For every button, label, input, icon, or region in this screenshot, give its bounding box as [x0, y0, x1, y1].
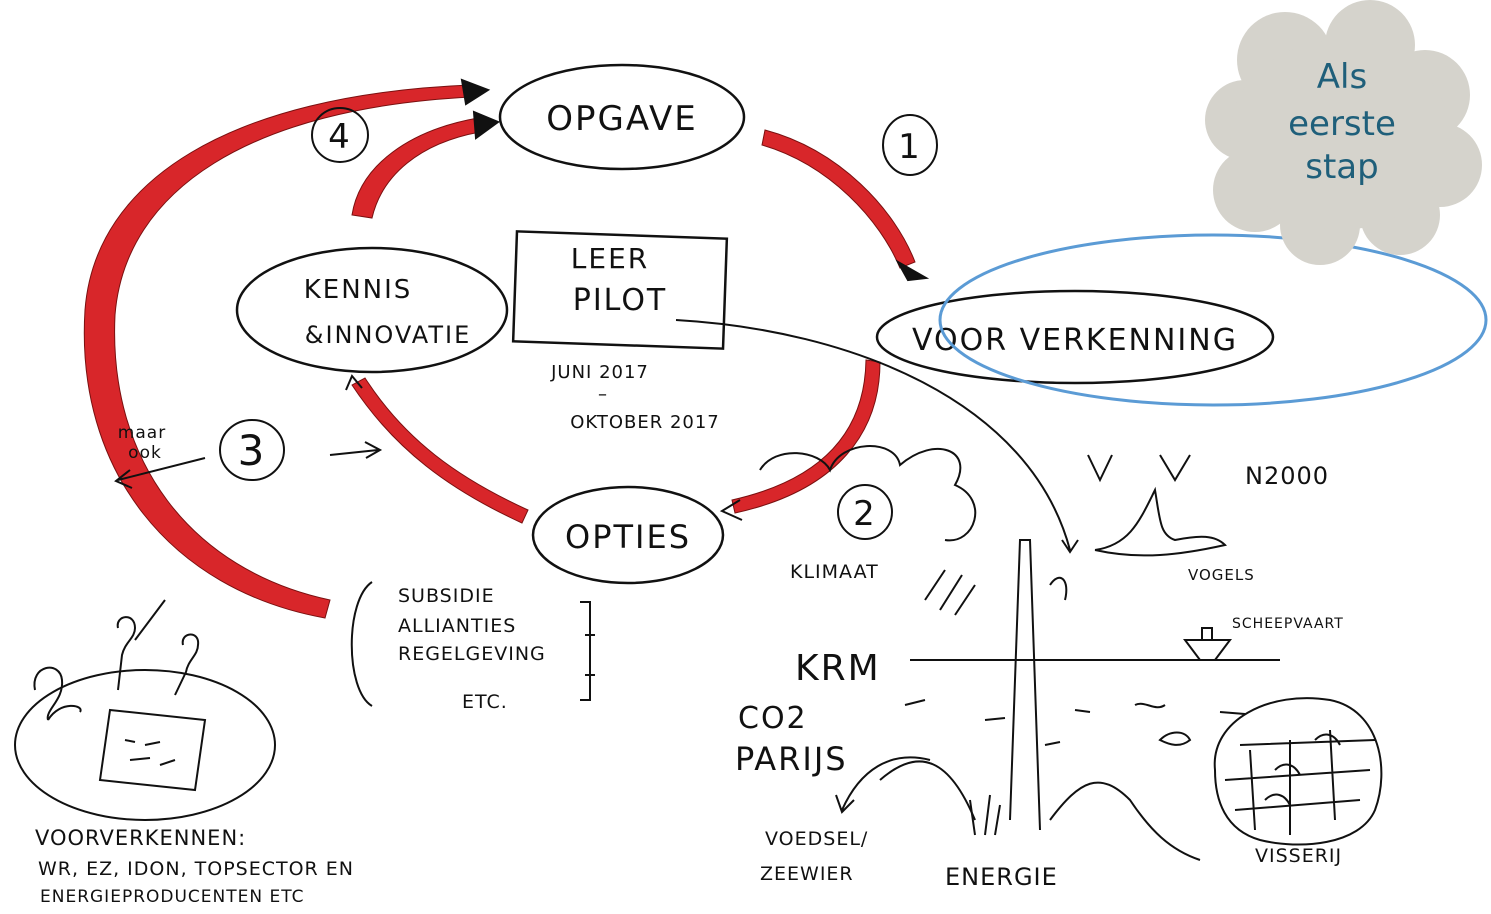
seaweed	[969, 794, 1001, 836]
step-1-label: 1	[898, 127, 922, 167]
visserij-label: VISSERIJ	[1255, 845, 1342, 867]
pilot-period-dash: –	[598, 384, 608, 405]
voedsel-label-line1: VOEDSEL/	[765, 828, 868, 850]
bird-2	[1159, 454, 1191, 482]
options-bracket-left	[350, 581, 373, 707]
klimaat-cloud	[759, 445, 977, 542]
vogels-label: VOGELS	[1188, 566, 1255, 584]
meeting-table-sketch	[14, 599, 276, 821]
big-bird	[1094, 486, 1227, 557]
table-paper-scribble	[124, 739, 176, 766]
voorverkenners-line2: WR, EZ, IDON, TOPSECTOR EN	[38, 858, 354, 880]
step-4-circle	[311, 107, 369, 163]
sea-scene-sketch	[759, 445, 1383, 861]
arrow-opgave-to-verkenning	[761, 129, 916, 269]
callout-line2: eerste	[1288, 104, 1396, 144]
pilot-to-sea-line	[675, 319, 1079, 554]
step-3-label: 3	[238, 426, 267, 475]
step-2-label: 2	[853, 494, 877, 534]
ship	[1183, 627, 1232, 661]
arrow-verkenning-to-opties	[731, 359, 881, 514]
table-ellipse	[14, 669, 276, 821]
bird-1	[1087, 454, 1113, 483]
opgave-label: OPGAVE	[546, 99, 697, 139]
krm-label: KRM	[795, 648, 881, 689]
option-item-4: ETC.	[462, 691, 508, 713]
arrow-kennis-to-opgave	[351, 117, 481, 219]
parijs-label: PARIJS	[735, 740, 848, 778]
leer-label-line2: PILOT	[573, 283, 668, 318]
maar-ook-line2: ook	[128, 443, 162, 463]
kennis-ellipse	[235, 246, 509, 374]
arrowhead-verkenning	[895, 259, 930, 282]
callout-cloud	[1205, 0, 1482, 265]
option-item-2: ALLIANTIES	[398, 615, 516, 637]
fish	[1158, 731, 1192, 746]
net-grid	[1224, 729, 1376, 835]
arrow-outer-to-opgave	[83, 84, 473, 619]
option-item-3: REGELGEVING	[398, 643, 546, 665]
arrowhead-outer	[460, 78, 491, 106]
step-1-circle	[882, 114, 938, 176]
rain-lines	[924, 569, 976, 616]
options-bracket-right	[580, 601, 595, 701]
voorverkenners-line1: VOORVERKENNEN:	[35, 826, 246, 850]
arrow-heads	[345, 78, 930, 521]
pilot-period-start: JUNI 2017	[550, 362, 649, 383]
net-fish	[1264, 733, 1341, 806]
scheepvaart-label: SCHEEPVAART	[1232, 616, 1344, 632]
maar-ook-line1: maar	[118, 423, 166, 443]
option-item-1: SUBSIDIE	[398, 585, 495, 607]
opgave-ellipse	[498, 63, 746, 171]
highlight-ellipse	[938, 233, 1488, 407]
callout-line1: Als	[1317, 57, 1367, 97]
voorverkenners-line3: ENERGIEPRODUCENTEN ETC	[40, 887, 305, 907]
opties-ellipse	[531, 485, 725, 585]
sea-waves	[904, 699, 1246, 746]
arrowhead-opties	[719, 499, 743, 521]
arrow-step3-right	[329, 441, 383, 459]
leerpilot-box	[511, 230, 729, 350]
step-3-circle	[219, 419, 285, 481]
arrowhead-kennis	[472, 110, 501, 140]
person-middle	[116, 599, 166, 691]
callout-line3: stap	[1305, 147, 1378, 187]
co2-label: CO2	[738, 701, 808, 736]
turbine-blade	[1049, 576, 1068, 601]
energie-label: ENERGIE	[945, 863, 1058, 891]
voedsel-arrow	[835, 756, 931, 814]
person-left	[33, 666, 82, 721]
sea-bottom	[879, 760, 1201, 861]
wind-turbine-tower	[1009, 539, 1041, 831]
arrow-step3-left	[114, 457, 206, 489]
fishing-net	[1213, 697, 1383, 846]
n2000-label: N2000	[1245, 462, 1329, 490]
voorverkenning-ellipse	[875, 289, 1275, 385]
kennis-label-line2: &INNOVATIE	[305, 321, 472, 349]
opties-label: OPTIES	[565, 518, 691, 556]
klimaat-label: KLIMAAT	[790, 561, 879, 583]
step-4-label: 4	[328, 117, 352, 157]
voorverkenning-label: VOOR VERKENNING	[912, 323, 1238, 358]
person-right	[174, 633, 200, 696]
arrowhead-kennis-up	[345, 374, 363, 391]
leer-label-line1: LEER	[571, 242, 649, 275]
cycle-arrows	[83, 84, 916, 619]
kennis-label-line1: KENNIS	[304, 275, 413, 305]
arrow-opties-to-kennis	[351, 377, 529, 524]
table-paper	[98, 708, 207, 792]
pilot-period-end: OKTOBER 2017	[570, 412, 720, 433]
step-2-circle	[837, 484, 893, 540]
voedsel-label-line2: ZEEWIER	[760, 863, 854, 885]
